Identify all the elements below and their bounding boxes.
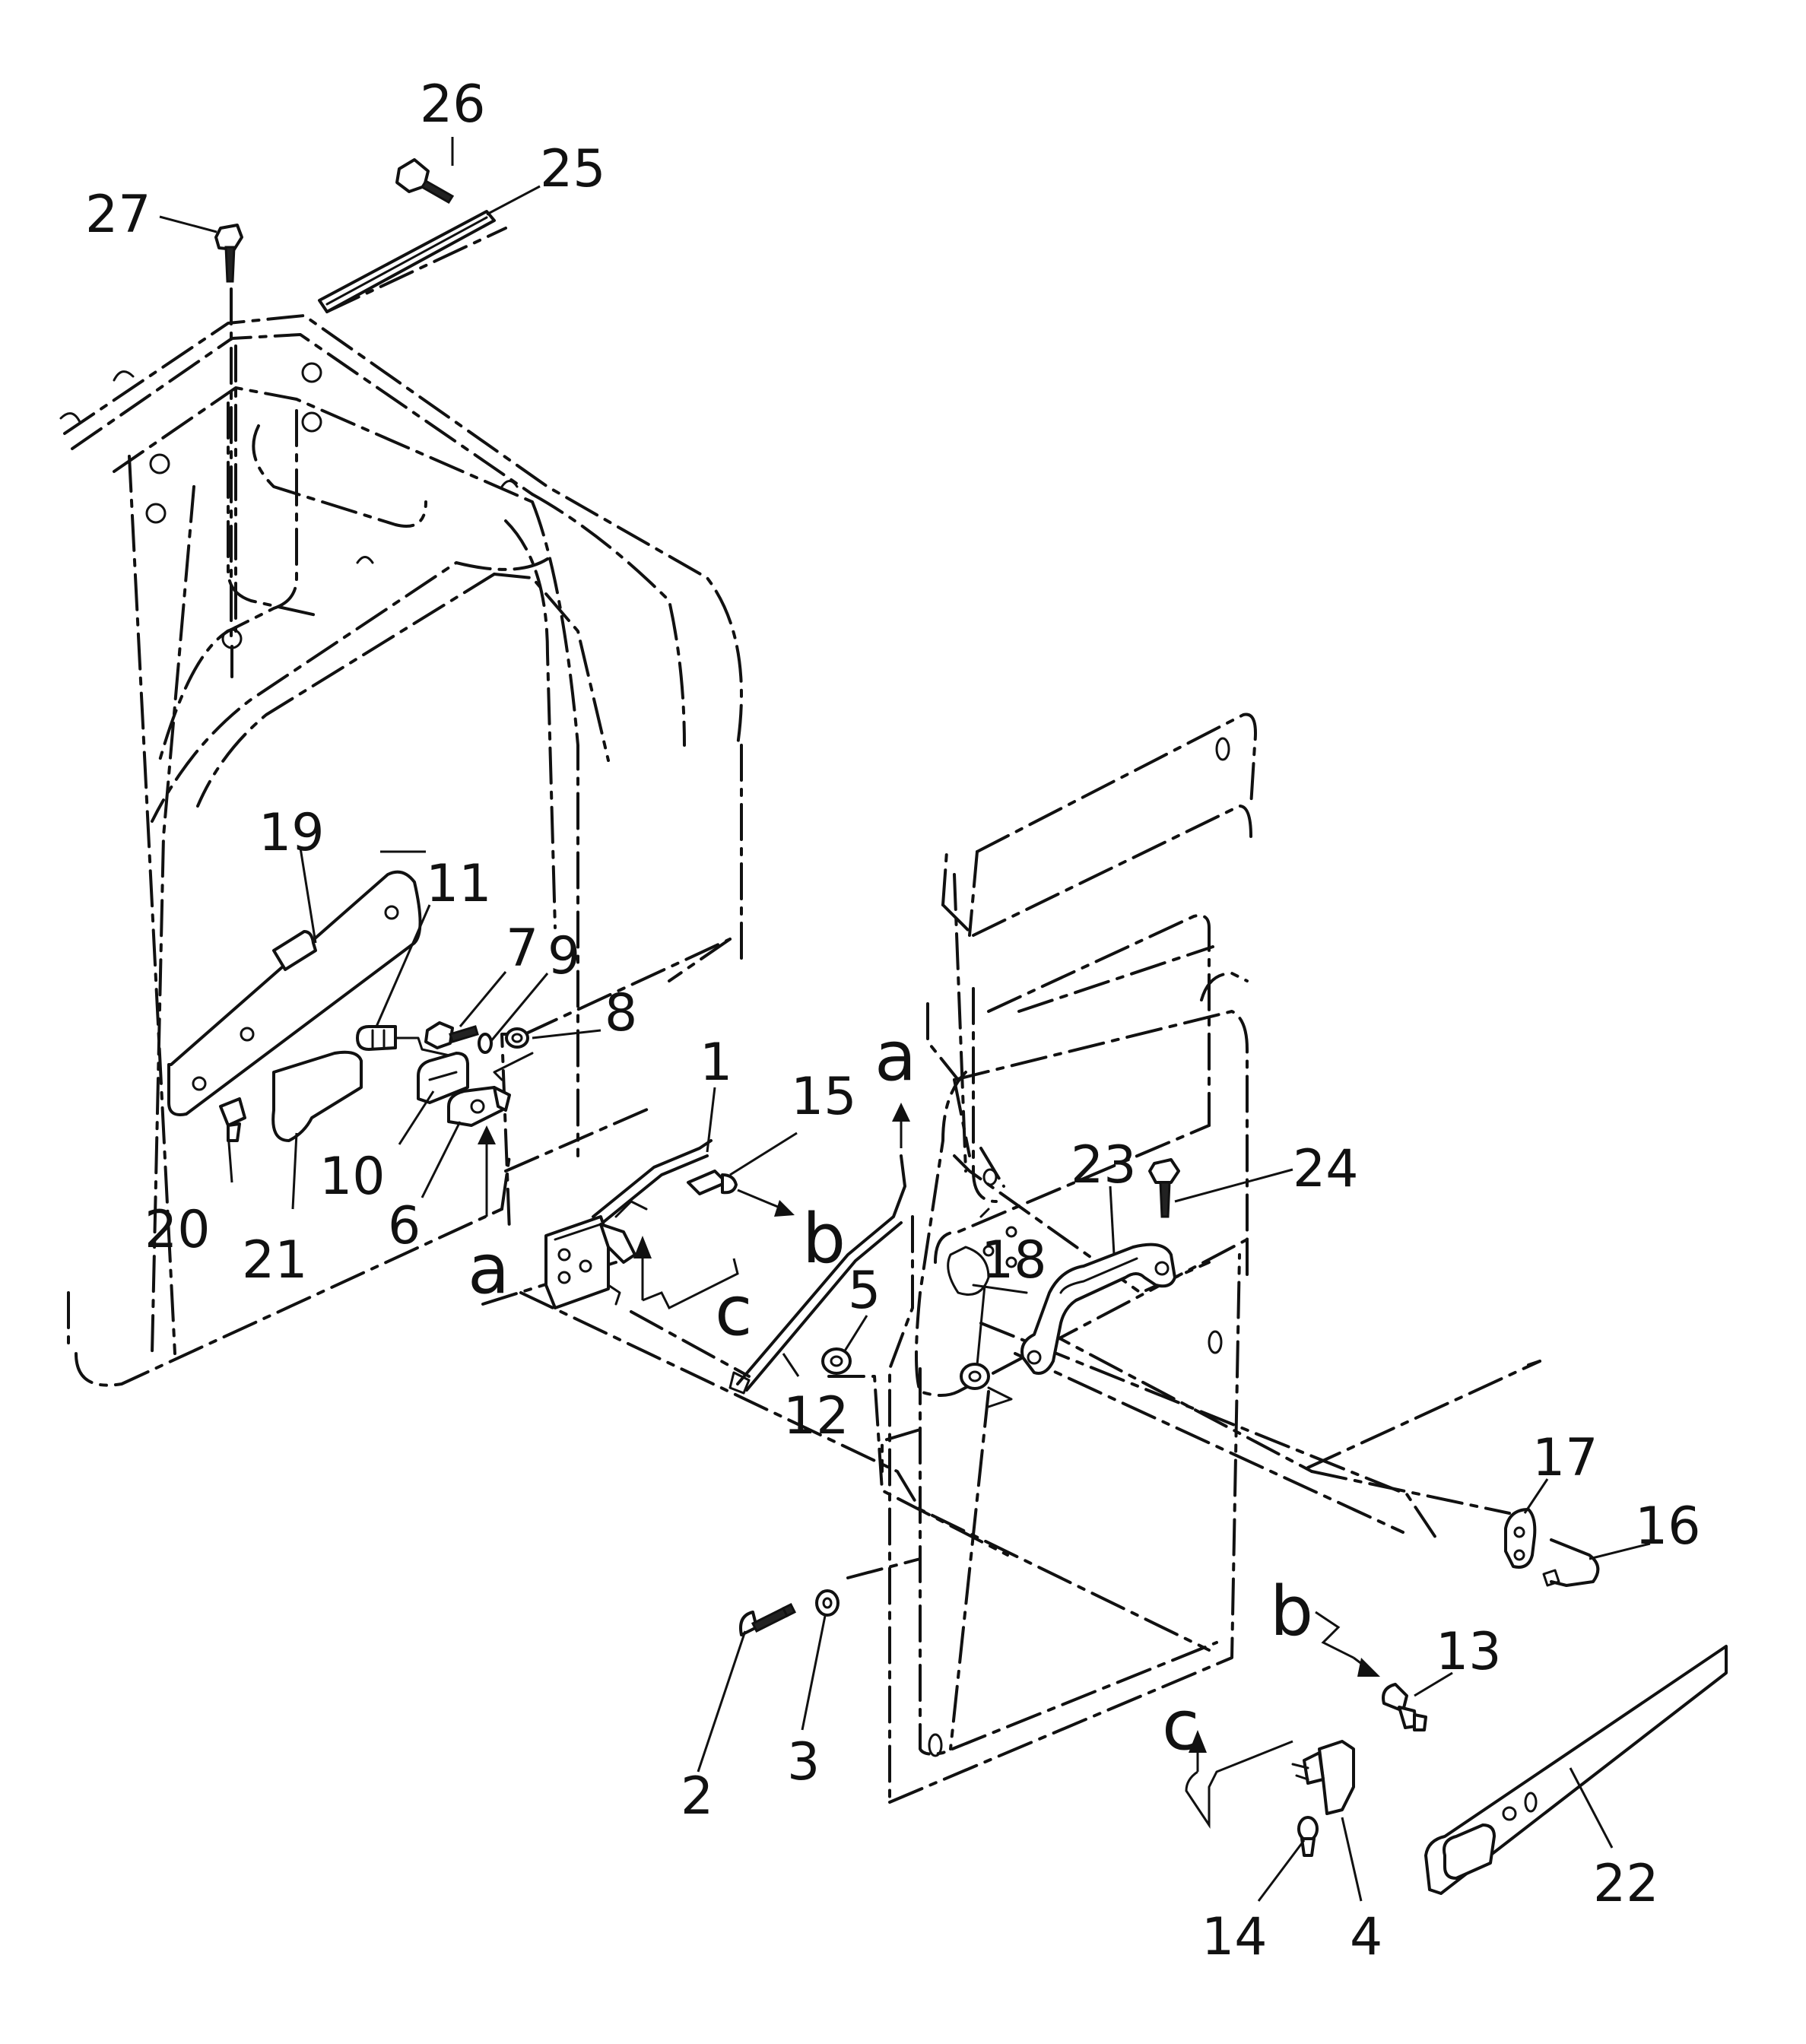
callout-9: 9 [548, 926, 580, 986]
callout-24: 24 [1293, 1139, 1359, 1199]
callout-13: 13 [1436, 1622, 1502, 1682]
callout-8: 8 [605, 983, 637, 1043]
callout-labels: 26 25 27 19 11 7 9 8 20 21 10 6 a 1 15 a… [85, 75, 1701, 1967]
callout-4: 4 [1350, 1907, 1382, 1967]
part-6-latch [447, 1086, 511, 1127]
part-5-nut [821, 1347, 852, 1375]
part-3-nut [815, 1589, 840, 1617]
arrow-b-down [1315, 1611, 1380, 1677]
callout-3: 3 [787, 1732, 820, 1792]
callout-19: 19 [259, 803, 325, 863]
part-9-washer [478, 1033, 493, 1054]
callout-2: 2 [681, 1766, 713, 1827]
part-14-pin [1297, 1816, 1319, 1857]
lock-assembly [544, 1200, 648, 1309]
callout-22: 22 [1593, 1854, 1659, 1914]
callout-11: 11 [426, 854, 492, 914]
callout-18: 18 [981, 1230, 1047, 1290]
part-27-bolt [214, 224, 243, 640]
callout-17: 17 [1532, 1428, 1598, 1488]
callout-1: 1 [700, 1033, 732, 1093]
callout-23: 23 [1071, 1135, 1137, 1195]
part-8-nut [493, 1027, 534, 1081]
part-20-clip [219, 1097, 246, 1142]
callout-10: 10 [319, 1147, 386, 1207]
callout-26: 26 [420, 75, 486, 135]
arrow-a-up [478, 1125, 496, 1217]
part-19-plate [167, 870, 422, 1116]
callout-6: 6 [388, 1196, 421, 1256]
part-24-bolt [1148, 1158, 1180, 1218]
part-7-bolt [424, 1021, 479, 1049]
part-16-pin [1542, 1538, 1600, 1587]
ref-c-top: c [715, 1271, 752, 1351]
part-10-bracket [417, 1052, 469, 1104]
callout-12: 12 [783, 1386, 849, 1446]
part-18-nut [960, 1363, 1013, 1408]
callout-5: 5 [848, 1261, 881, 1321]
leader-lines [159, 137, 1651, 1902]
arrow-c-bottom [1185, 1730, 1293, 1829]
part-21-cover [271, 1050, 363, 1142]
callout-20: 20 [144, 1200, 211, 1260]
part-22-plate [1424, 1645, 1728, 1895]
ref-b-bottom: b [1270, 1572, 1313, 1652]
callout-25: 25 [540, 139, 606, 199]
part-25-strip [318, 210, 507, 313]
callout-27: 27 [85, 185, 151, 245]
part-23-handle [1020, 1243, 1176, 1375]
part-11-screw [356, 1025, 458, 1058]
part-15-pin [687, 1170, 795, 1217]
part-26-bolt [395, 158, 455, 205]
ref-b-top: b [802, 1199, 846, 1279]
ref-a-bottom: a [468, 1230, 509, 1309]
assembly-dash-lines [519, 1291, 1541, 1652]
part-17-plate [1504, 1508, 1537, 1569]
cab-frame-outline [63, 314, 743, 1387]
ref-c-bottom: c [1162, 1686, 1199, 1766]
part-2-bolt [739, 1602, 797, 1636]
part-12-rod [728, 1103, 910, 1395]
callout-21: 21 [242, 1230, 308, 1290]
callout-15: 15 [791, 1067, 857, 1127]
part-13-cam [1382, 1683, 1427, 1731]
door-panel-outline [888, 713, 1257, 1804]
arrow-c-up [633, 1236, 739, 1310]
callout-7: 7 [506, 919, 538, 979]
door-features [928, 737, 1230, 1757]
callout-16: 16 [1635, 1496, 1701, 1557]
part-4-hinge [1291, 1740, 1355, 1815]
ref-a-top: a [874, 1017, 916, 1097]
callout-14: 14 [1201, 1907, 1268, 1967]
part-1-rod [592, 1139, 713, 1226]
cab-roof-features [59, 362, 519, 649]
